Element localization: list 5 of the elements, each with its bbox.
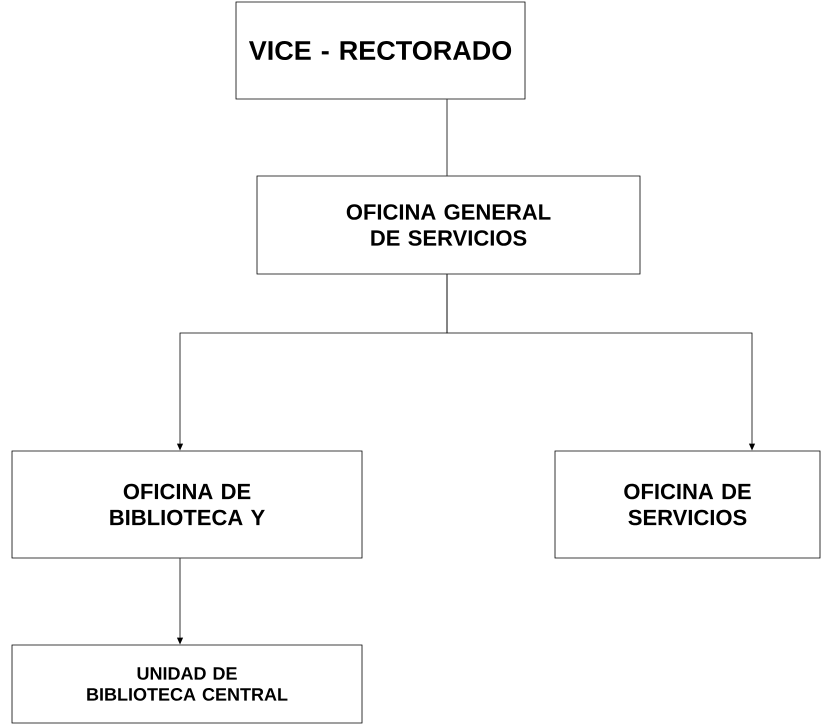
org-box: OFICINA GENERAL DE SERVICIOS [256, 176, 640, 274]
org-box: VICE - RECTORADO [236, 2, 526, 100]
org-box: UNIDAD DE BIBLIOTECA CENTRAL [12, 644, 362, 724]
org-box: OFICINA DE SERVICIOS [554, 450, 820, 558]
org-box: OFICINA DE BIBLIOTECA Y [12, 450, 362, 558]
